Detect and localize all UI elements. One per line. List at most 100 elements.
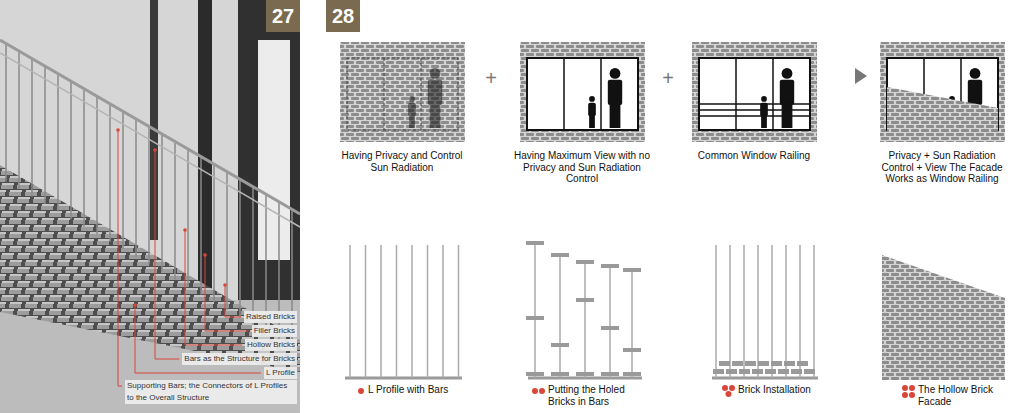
holed-brick bbox=[765, 369, 776, 374]
bar bbox=[771, 245, 773, 378]
holed-brick bbox=[576, 372, 594, 376]
person-body bbox=[588, 103, 596, 116]
bar bbox=[365, 245, 367, 378]
structure-bar bbox=[200, 157, 202, 295]
railing bbox=[699, 103, 810, 105]
holed-brick bbox=[576, 298, 594, 302]
person-body bbox=[428, 80, 442, 105]
structure-bar bbox=[44, 66, 46, 204]
holed-brick bbox=[623, 372, 641, 376]
structure-bar bbox=[70, 81, 72, 219]
holed-brick bbox=[778, 369, 789, 374]
leader-line bbox=[118, 130, 122, 386]
l-profile bbox=[345, 377, 462, 380]
step-dot bbox=[726, 391, 732, 397]
leader-dot bbox=[183, 228, 187, 232]
mullion bbox=[421, 58, 422, 130]
step-caption: L Profile with Bars bbox=[368, 384, 488, 396]
holed-brick bbox=[601, 326, 619, 330]
holed-brick bbox=[745, 361, 756, 366]
step-caption: Putting the Holed Bricks in Bars bbox=[548, 384, 648, 407]
bar bbox=[813, 245, 815, 378]
structure-bar bbox=[96, 96, 98, 234]
window-frame bbox=[347, 58, 458, 130]
holed-brick bbox=[797, 361, 808, 366]
brick-panel bbox=[520, 42, 645, 142]
mullion bbox=[735, 58, 737, 130]
structure-bar bbox=[148, 126, 150, 264]
structure-bar bbox=[187, 149, 189, 287]
person-body bbox=[408, 103, 416, 116]
person-head bbox=[782, 68, 793, 79]
mullion bbox=[600, 58, 602, 130]
step-dot bbox=[722, 385, 728, 391]
holed-brick bbox=[804, 369, 815, 374]
holed-brick bbox=[526, 372, 544, 376]
window-opening bbox=[699, 58, 810, 130]
result-arrow bbox=[855, 68, 867, 84]
structure-bar bbox=[239, 179, 241, 317]
holed-brick bbox=[719, 361, 730, 366]
window-opening bbox=[527, 58, 638, 130]
structure-bar bbox=[213, 164, 215, 302]
bar bbox=[743, 245, 745, 378]
person-silhouette bbox=[608, 68, 622, 128]
structure-bar bbox=[83, 89, 85, 227]
leader-line bbox=[155, 150, 179, 359]
mullion bbox=[772, 58, 774, 130]
hollow-brick-facade bbox=[882, 255, 1005, 380]
structure-bar bbox=[109, 104, 111, 242]
brick-railing bbox=[887, 87, 998, 131]
part-label: Supporting Bars; the Connectors of L Pro… bbox=[125, 380, 297, 404]
part-label: L Profile bbox=[264, 367, 297, 379]
figure-number: 28 bbox=[332, 6, 354, 26]
holed-brick bbox=[726, 369, 737, 374]
plus-sign: + bbox=[656, 66, 680, 90]
leader-line bbox=[185, 230, 242, 345]
holed-brick bbox=[739, 369, 750, 374]
bar bbox=[715, 245, 717, 378]
bar bbox=[411, 245, 413, 378]
person-body bbox=[780, 80, 794, 105]
person-head bbox=[761, 96, 767, 102]
caption: Privacy + Sun Radiation Control + View T… bbox=[880, 150, 1004, 185]
bar bbox=[785, 245, 787, 378]
part-label: Raised Bricks bbox=[244, 311, 297, 323]
holed-brick bbox=[752, 369, 763, 374]
part-label: Hollow Bricks bbox=[245, 339, 297, 351]
structure-bar bbox=[57, 74, 59, 212]
person-legs bbox=[610, 103, 621, 128]
railing bbox=[699, 109, 810, 111]
bar bbox=[757, 245, 759, 378]
leader-dot bbox=[223, 283, 227, 287]
l-profile bbox=[712, 377, 818, 380]
part-label: Filler Bricks bbox=[252, 325, 297, 337]
holed-brick bbox=[771, 361, 782, 366]
holed-brick bbox=[551, 343, 569, 347]
bar bbox=[427, 245, 429, 378]
person-legs bbox=[430, 103, 441, 128]
structure-bar bbox=[252, 187, 254, 325]
brick-panel bbox=[692, 42, 817, 142]
bar bbox=[631, 270, 633, 378]
holed-brick bbox=[526, 241, 544, 245]
holed-brick bbox=[791, 369, 802, 374]
structure-bar bbox=[135, 119, 137, 257]
holed-brick bbox=[551, 253, 569, 257]
caption: Having Privacy and Control Sun Radiation bbox=[340, 150, 464, 173]
rail bbox=[0, 40, 300, 214]
figure-number-badge: 28 bbox=[326, 0, 360, 32]
person-silhouette bbox=[428, 68, 442, 128]
bar bbox=[458, 245, 460, 378]
structure-bar bbox=[18, 51, 20, 189]
person-silhouette bbox=[588, 96, 596, 128]
holed-brick bbox=[623, 348, 641, 352]
structure-bar bbox=[122, 111, 124, 249]
building-wall bbox=[238, 0, 300, 300]
step-dot bbox=[909, 392, 915, 398]
holed-brick bbox=[526, 316, 544, 320]
person-head bbox=[610, 68, 621, 79]
holed-brick bbox=[601, 264, 619, 268]
